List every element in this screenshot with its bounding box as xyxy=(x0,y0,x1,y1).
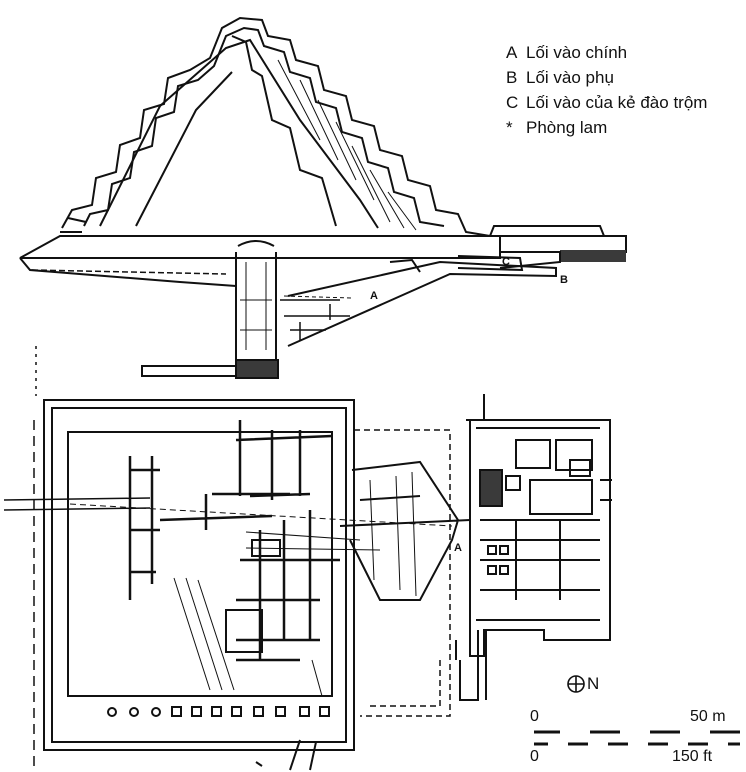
pyramid-section xyxy=(19,16,627,396)
north-compass: N xyxy=(566,674,599,694)
corridor-c xyxy=(457,255,524,272)
legend-item-blue-chamber: * Phòng lam xyxy=(506,115,707,140)
inner-step-outline xyxy=(83,26,445,227)
burial-shaft xyxy=(235,252,277,362)
gallery-network xyxy=(128,420,340,662)
outer-step-outline xyxy=(61,16,491,237)
section-label-a: A xyxy=(370,290,378,302)
compass-icon xyxy=(567,675,585,693)
legend-label: Lối vào của kẻ đào trộm xyxy=(526,93,708,112)
plan-label-a: A xyxy=(454,542,462,554)
scale-max-m: 50 m xyxy=(690,708,726,725)
legend-key: C xyxy=(506,93,519,112)
entrance-corridor xyxy=(339,460,471,601)
slope-hatching xyxy=(277,59,417,231)
pillar-row xyxy=(107,706,330,717)
section-label-b: B xyxy=(560,274,568,286)
scale-bars xyxy=(534,730,740,746)
corridor-b xyxy=(287,260,557,347)
scale-zero-m: 0 xyxy=(530,708,539,725)
legend: A Lối vào chính B Lối vào phụ C Lối vào của… xyxy=(506,40,707,140)
section-label-c: C xyxy=(502,256,510,268)
legend-label: Lối vào phụ xyxy=(526,68,614,87)
dashed-annex xyxy=(354,429,451,717)
legend-item-robber-entrance: C Lối vào của kẻ đào trộm xyxy=(506,90,707,115)
ledge-shading xyxy=(560,250,626,262)
legend-item-side-entrance: B Lối vào phụ xyxy=(506,65,707,90)
pyramid-footprint xyxy=(67,431,333,697)
mortuary-temple xyxy=(455,394,612,701)
core-outline xyxy=(99,38,379,229)
east-ledge xyxy=(466,235,627,253)
legend-key: * xyxy=(506,118,513,137)
legend-item-main-entrance: A Lối vào chính xyxy=(506,40,707,65)
scale-zero-ft: 0 xyxy=(530,748,539,765)
compass-label: N xyxy=(587,674,600,693)
enclosure-outer xyxy=(43,399,355,751)
legend-label: Phòng lam xyxy=(526,118,608,137)
legend-label: Lối vào chính xyxy=(526,43,628,62)
base-platform xyxy=(19,235,501,259)
legend-key: A xyxy=(506,43,518,62)
pyramid-plan xyxy=(3,399,471,771)
legend-key: B xyxy=(506,68,518,87)
scale-max-ft: 150 ft xyxy=(672,748,713,765)
